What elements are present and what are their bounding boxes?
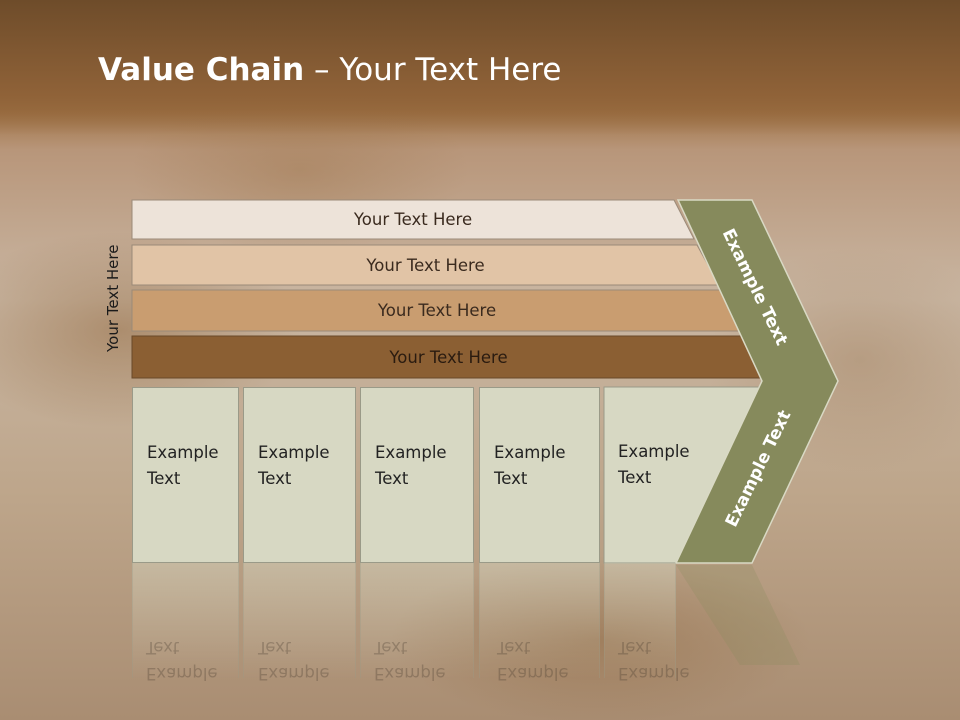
- example-box-1: Example Text: [132, 387, 239, 563]
- bar-1-label: Your Text Here: [353, 210, 473, 229]
- box-5-line1: Example: [618, 442, 690, 461]
- bar-3-outline: [131, 289, 743, 332]
- bar-3-label: Your Text Here: [377, 301, 497, 320]
- header-band: [0, 0, 960, 135]
- box-3-line2: Text: [375, 469, 409, 488]
- title-rest: – Your Text Here: [304, 52, 562, 88]
- box-2-line2: Text: [258, 469, 292, 488]
- bar-1-outline: [131, 199, 695, 240]
- bar-2: Your Text Here: [132, 245, 719, 285]
- box-4-reflection: [479, 563, 600, 678]
- box-1-line1: Example: [147, 443, 219, 462]
- example-box-3: Example Text: [360, 387, 474, 563]
- bar-4: Your Text Here: [132, 336, 765, 378]
- bar-1: Your Text Here: [132, 200, 694, 239]
- slide-title: Value Chain – Your Text Here: [98, 52, 561, 88]
- box-4-line1: Example: [494, 443, 566, 462]
- bar-4-label: Your Text Here: [389, 347, 508, 367]
- example-box-5: Example Text: [604, 387, 762, 563]
- box-1-reflection: [132, 563, 239, 678]
- box-4-line2: Text: [494, 469, 528, 488]
- bar-3: Your Text Here: [132, 290, 742, 331]
- bar-2-outline: [131, 244, 720, 286]
- chevron-shape: [674, 199, 839, 564]
- box-2-reflection: [243, 563, 356, 678]
- title-bold: Value Chain: [98, 52, 305, 88]
- example-box-4: Example Text: [479, 387, 600, 563]
- box-1-line2: Text: [147, 469, 181, 488]
- box-2-line1: Example: [258, 443, 330, 462]
- bar-2-label: Your Text Here: [366, 255, 485, 275]
- example-box-2: Example Text: [243, 387, 356, 563]
- bar-4-outline: [131, 335, 766, 379]
- box-3-reflection: [360, 563, 474, 678]
- box-5-line2: Text: [618, 468, 652, 487]
- box-3-line1: Example: [375, 443, 447, 462]
- box-5-reflection: [604, 563, 676, 678]
- chevron-reflection: [676, 565, 800, 665]
